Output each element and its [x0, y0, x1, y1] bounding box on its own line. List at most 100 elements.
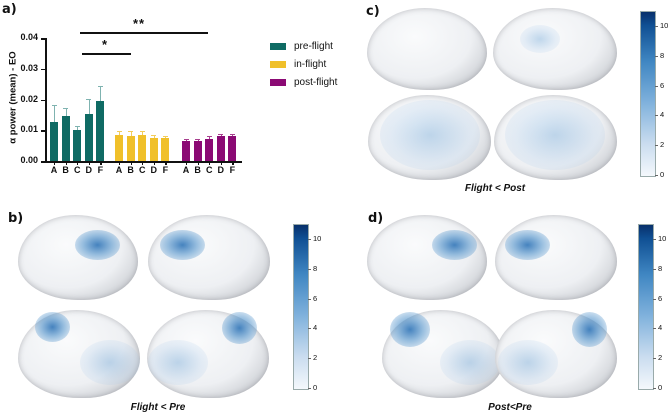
x-tick-label: B — [62, 165, 69, 175]
activation-region — [572, 312, 607, 347]
activation-region — [35, 312, 70, 342]
bar-pre-flight-B — [61, 116, 70, 161]
significance-bracket-double — [80, 32, 208, 34]
colorbar-tick — [308, 328, 311, 330]
bar-in-flight-F — [161, 138, 170, 161]
activation-region — [148, 340, 208, 385]
panel-c-label: c) — [366, 4, 380, 19]
colorbar-tick-label: 8 — [658, 263, 663, 273]
brain-lateral-right — [493, 8, 617, 90]
significance-bracket-single — [82, 53, 131, 55]
activation-region — [498, 340, 558, 385]
x-tick-label: D — [217, 165, 225, 175]
y-tick-mark — [41, 68, 45, 71]
colorbar-tick-label: 2 — [313, 353, 318, 363]
activation-region — [432, 230, 477, 260]
colorbar-tick — [653, 328, 656, 330]
significance-stars-double: ** — [133, 16, 146, 31]
significance-star-single: * — [102, 37, 108, 52]
panel-d-label: d) — [368, 211, 384, 226]
error-bar — [100, 85, 102, 102]
legend-item-in-flight: in-flight — [270, 55, 337, 73]
x-tick-mark — [232, 162, 234, 165]
error-cap — [116, 131, 122, 133]
error-bar — [153, 134, 155, 138]
brain-lateral-right — [148, 215, 270, 300]
panel-c-caption: Flight < Post — [464, 183, 526, 194]
brain-medial-right — [494, 95, 617, 180]
error-cap — [218, 133, 224, 135]
brain-lateral-left — [367, 215, 487, 300]
error-bar — [232, 133, 234, 136]
y-tick-mark — [41, 99, 45, 101]
colorbar-tick-label: 6 — [313, 293, 318, 303]
error-cap — [97, 85, 103, 87]
legend: pre-flight in-flight post-flight — [270, 37, 337, 91]
y-tick-mark — [41, 38, 45, 40]
x-tick-mark — [65, 162, 67, 165]
error-cap — [162, 136, 168, 138]
x-tick-label: C — [205, 165, 213, 175]
error-bar — [77, 125, 79, 131]
y-axis-line — [45, 38, 47, 162]
y-tick-label: 0.00 — [20, 155, 38, 165]
error-cap — [63, 108, 69, 110]
error-cap — [151, 134, 157, 136]
error-cap — [51, 105, 57, 107]
error-cap — [128, 131, 134, 133]
colorbar-tick — [653, 268, 656, 270]
activation-region — [440, 340, 500, 385]
y-tick-label: 0.01 — [20, 124, 38, 135]
brain-lateral-right — [495, 215, 617, 300]
colorbar-tick-label: 10 — [313, 233, 322, 243]
bar-post-flight-B — [193, 141, 202, 161]
x-tick-label: D — [85, 165, 93, 175]
bar-pre-flight-D — [84, 114, 93, 161]
x-tick-label: F — [97, 165, 104, 175]
colorbar-tick-label: 0 — [658, 383, 663, 392]
bar-in-flight-C — [138, 135, 147, 161]
bar-post-flight-F — [228, 135, 237, 161]
activation-region — [80, 340, 140, 385]
activation-region — [505, 100, 605, 170]
colorbar-tick — [653, 298, 656, 300]
activation-region — [160, 230, 205, 260]
x-tick-label: B — [127, 165, 134, 175]
colorbar-tick-label: 4 — [313, 323, 318, 333]
legend-item-pre-flight: pre-flight — [270, 37, 337, 55]
activation-region — [505, 230, 550, 260]
x-axis-line — [45, 161, 242, 163]
error-bar — [54, 105, 55, 122]
colorbar-tick — [653, 238, 656, 240]
colorbar-tick — [655, 115, 658, 117]
y-tick-label: 0.02 — [20, 93, 38, 104]
error-cap — [195, 139, 201, 141]
y-tick-mark — [41, 161, 45, 163]
error-cap — [183, 139, 189, 141]
error-cap — [86, 98, 92, 100]
x-tick-mark — [209, 162, 211, 165]
colorbar-tick-label: 2 — [658, 353, 663, 363]
colorbar-tick-label: 6 — [658, 293, 663, 303]
bar-in-flight-A — [115, 135, 123, 161]
bar-post-flight-D — [216, 136, 225, 161]
x-tick-mark — [153, 162, 155, 165]
panel-d-caption: Post<Pre — [488, 402, 532, 413]
legend-swatch — [270, 42, 286, 50]
colorbar-d — [638, 224, 654, 390]
bar-pre-flight-F — [96, 101, 105, 161]
activation-region — [380, 100, 480, 170]
error-bar — [88, 98, 90, 115]
x-tick-mark — [197, 162, 199, 165]
error-bar — [142, 131, 144, 136]
x-tick-label: A — [50, 165, 58, 175]
x-tick-mark — [77, 162, 79, 165]
x-tick-mark — [142, 162, 144, 165]
colorbar-tick — [653, 358, 656, 360]
colorbar-c — [640, 11, 656, 177]
error-bar — [209, 136, 211, 140]
error-bar — [65, 108, 67, 117]
x-tick-label: A — [115, 165, 123, 175]
x-tick-label: F — [229, 165, 236, 175]
colorbar-tick-label: 10 — [660, 20, 668, 30]
